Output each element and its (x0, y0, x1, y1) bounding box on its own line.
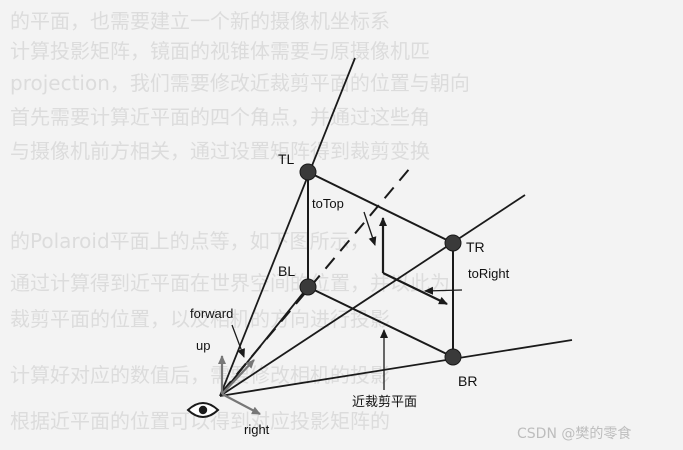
to-right-arrow (382, 272, 448, 305)
near-plane-top-edge (307, 171, 454, 244)
to-right-pointer (424, 286, 463, 295)
label-to-right: toRight (468, 266, 510, 281)
label-tr: TR (466, 239, 485, 255)
frustum-edge-bottom-left (219, 286, 309, 397)
bg-line: 计算好对应的数值后，需要修改相机的投影 (10, 363, 390, 387)
corner-point-tr (444, 234, 462, 252)
eye-icon (186, 402, 220, 418)
right-axis-arrow (221, 393, 261, 415)
labels: TL TR BL BR toTop toRight forward up rig… (190, 151, 510, 437)
forward-axis-dashed (221, 167, 411, 393)
watermark: CSDN @樊的零食 (517, 425, 631, 442)
basis-vectors (379, 217, 448, 305)
bg-line: 通过计算得到近平面在世界空间的位置，并以此为 (10, 271, 450, 295)
frustum-edges (219, 57, 573, 397)
near-plane-bottom-edge (307, 286, 454, 358)
frustum-edge-top-right (219, 194, 526, 397)
label-right: right (244, 422, 270, 437)
label-br: BR (458, 373, 477, 389)
frustum-edge-top-left (219, 57, 356, 397)
label-to-top: toTop (312, 196, 344, 211)
corner-point-bl (299, 278, 317, 296)
label-bl: BL (278, 263, 295, 279)
to-top-pointer (363, 211, 377, 246)
bg-line: 的平面，也需要建立一个新的摄像机坐标系 (10, 9, 390, 33)
frustum-edge-bottom-right (219, 339, 573, 397)
forward-pointer (231, 324, 245, 358)
near-plane (307, 171, 454, 358)
label-near-plane: 近裁剪平面 (352, 394, 417, 409)
forward-axis-arrow (221, 359, 255, 395)
corner-point-br (444, 348, 462, 366)
bg-line: 计算投影矩阵，镜面的视锥体需要与原摄像机匹 (10, 39, 430, 63)
label-forward: forward (190, 306, 233, 321)
bg-line: 裁剪平面的位置，以及相机的方向进行投影 (10, 307, 390, 331)
label-tl: TL (278, 151, 295, 167)
label-up: up (196, 338, 210, 353)
bg-line: 首先需要计算近平面的四个角点，并通过这些角 (10, 105, 430, 129)
corner-point-tl (299, 163, 317, 181)
bg-line: 与摄像机前方相关，通过设置矩阵得到裁剪变换 (10, 139, 430, 163)
bg-line: 的Polaroid平面上的点等，如下图所示， (10, 229, 370, 253)
bg-line: projection，我们需要修改近裁剪平面的位置与朝向 (10, 71, 470, 95)
background-text: 的平面，也需要建立一个新的摄像机坐标系 计算投影矩阵，镜面的视锥体需要与原摄像机… (10, 9, 470, 433)
